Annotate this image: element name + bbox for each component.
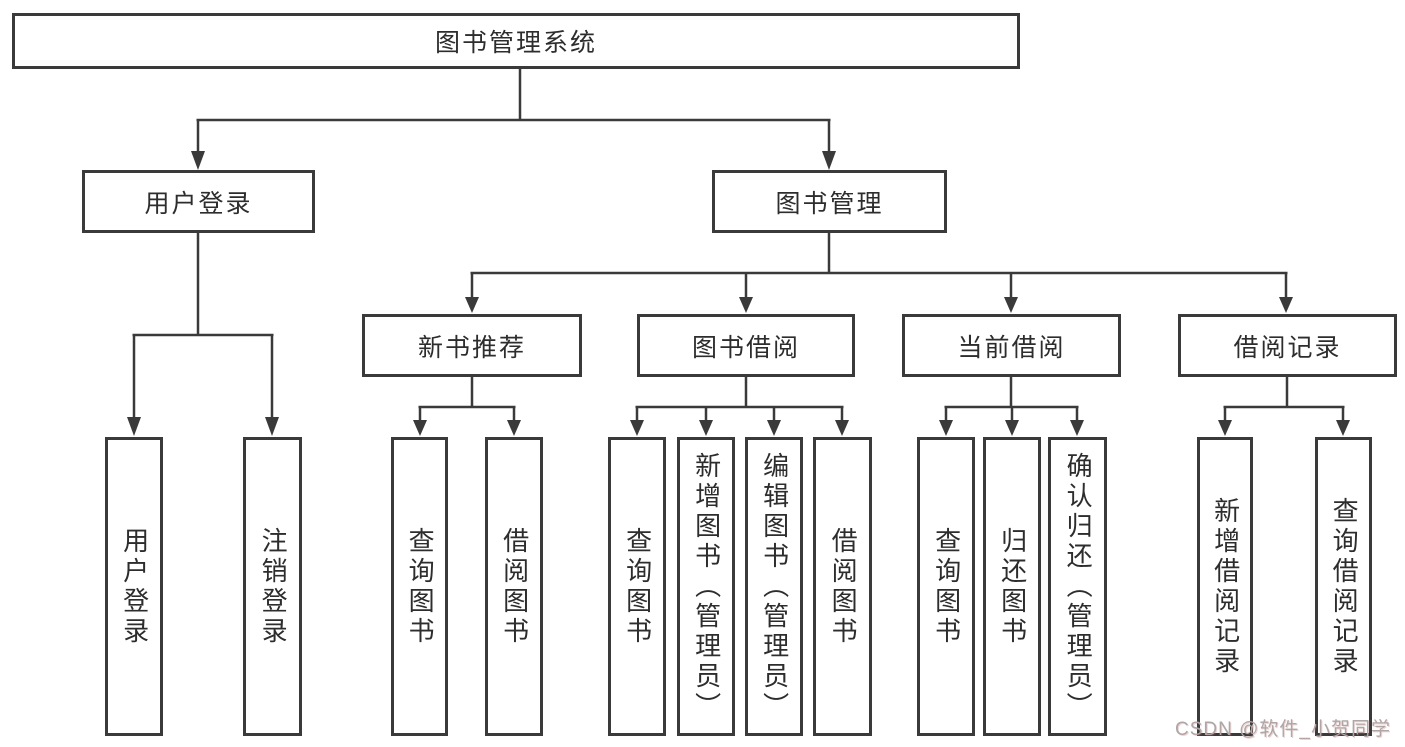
leaf-edit-book-admin: 编辑图书（管理员） xyxy=(745,437,803,736)
leaf-user-login-label: 用户登录 xyxy=(119,526,150,647)
leaf-borrow-book-1-label: 借阅图书 xyxy=(499,526,530,647)
node-borrow-record: 借阅记录 xyxy=(1178,314,1397,377)
arrowheads xyxy=(127,151,1350,436)
leaf-query-borrow-record-label: 查询借阅记录 xyxy=(1329,496,1360,677)
leaf-query-borrow-record: 查询借阅记录 xyxy=(1315,437,1372,736)
node-current-borrow: 当前借阅 xyxy=(902,314,1121,377)
leaf-add-book-admin-label: 新增图书（管理员） xyxy=(691,451,722,722)
leaf-query-book-3: 查询图书 xyxy=(917,437,975,736)
leaf-query-book-1-label: 查询图书 xyxy=(405,526,436,647)
leaf-query-book-3-label: 查询图书 xyxy=(931,526,962,647)
leaf-logout-label: 注销登录 xyxy=(258,526,289,647)
leaf-add-book-admin: 新增图书（管理员） xyxy=(677,437,735,736)
leaf-edit-book-admin-label: 编辑图书（管理员） xyxy=(759,451,790,722)
leaf-query-book-1: 查询图书 xyxy=(391,437,448,736)
leaf-return-book-label: 归还图书 xyxy=(997,526,1028,647)
leaf-return-book: 归还图书 xyxy=(983,437,1041,736)
node-root: 图书管理系统 xyxy=(12,13,1020,69)
leaf-confirm-return-admin-label: 确认归还（管理员） xyxy=(1063,451,1094,722)
leaf-confirm-return-admin: 确认归还（管理员） xyxy=(1048,437,1107,736)
leaf-add-borrow-record-label: 新增借阅记录 xyxy=(1210,496,1241,677)
leaf-borrow-book-2-label: 借阅图书 xyxy=(828,526,859,647)
leaf-borrow-book-2: 借阅图书 xyxy=(813,437,872,736)
leaf-add-borrow-record: 新增借阅记录 xyxy=(1197,437,1253,736)
node-user-login: 用户登录 xyxy=(82,170,315,233)
leaf-query-book-2-label: 查询图书 xyxy=(622,526,653,647)
leaf-logout: 注销登录 xyxy=(243,437,302,736)
leaf-borrow-book-1: 借阅图书 xyxy=(485,437,543,736)
node-book-borrow: 图书借阅 xyxy=(637,314,855,377)
node-book-management: 图书管理 xyxy=(712,170,947,233)
node-new-book-recommend: 新书推荐 xyxy=(362,314,582,377)
leaf-query-book-2: 查询图书 xyxy=(608,437,666,736)
leaf-user-login: 用户登录 xyxy=(105,437,163,736)
